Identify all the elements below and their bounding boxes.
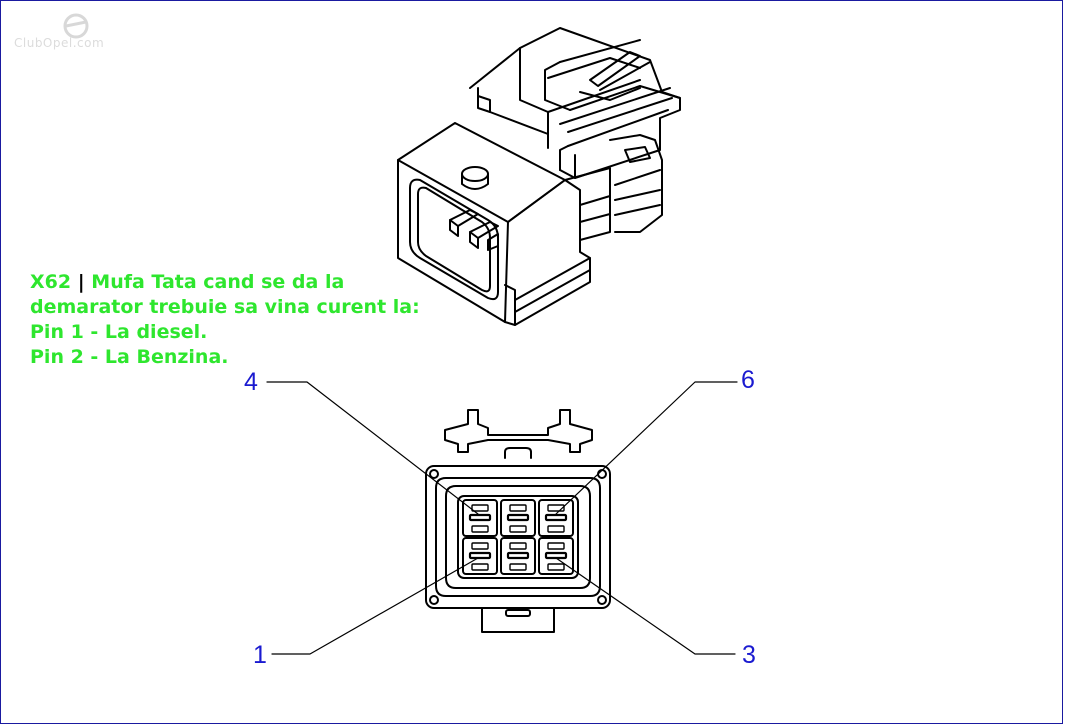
leader-line-pin-3 [555,557,736,655]
note-separator: | [77,271,85,293]
pin-note: X62 | Mufa Tata cand se da la demarator … [30,270,420,370]
pin-label-6: 6 [741,366,755,394]
connector-front-view [425,409,611,633]
pin-cavities [462,499,574,575]
pin-cavity [538,499,574,537]
note-line-1: X62 | Mufa Tata cand se da la [30,270,420,295]
pin-label-4: 4 [244,368,258,396]
watermark-text: ClubOpel.com [14,36,105,50]
pin-cavity [538,537,574,575]
pin-cavity [500,499,536,537]
pin-cavity [462,537,498,575]
leader-line-pin-6 [555,381,738,515]
connector-3d-view [397,27,681,326]
opel-logo-icon [63,13,89,39]
pin-label-3: 3 [742,641,756,669]
note-line-4: Pin 2 - La Benzina. [30,346,229,368]
note-line-2: demarator trebuie sa vina curent la: [30,296,420,318]
pin-label-1: 1 [253,641,267,669]
pin-cavity [500,537,536,575]
leader-line-pin-1 [271,557,479,655]
connector-code: X62 [30,271,72,293]
leader-lines [266,381,738,655]
pin-cavity [462,499,498,537]
leader-line-pin-4 [266,381,479,515]
note-line-3: Pin 1 - La diesel. [30,321,208,343]
note-line-1-text: Mufa Tata cand se da la [91,271,345,293]
watermark-logo: ClubOpel.com [14,13,105,50]
